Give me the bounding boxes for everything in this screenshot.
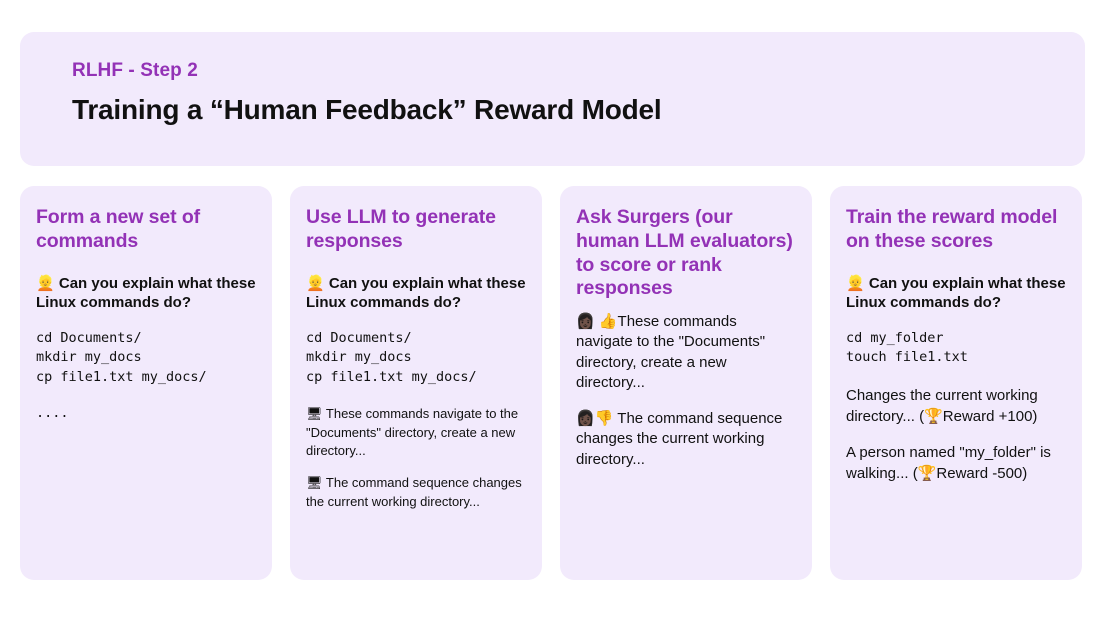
card-train-reward-model: Train the reward model on these scores 👱… [830,186,1082,580]
card-row: Form a new set of commands 👱 Can you exp… [20,186,1085,580]
woman-icon: 👩🏿 [576,312,595,331]
rated-response: 👩🏿👎 The command sequence changes the cur… [576,408,796,470]
prompt-text: Can you explain what these Linux command… [846,274,1066,312]
reward-text-after: Reward +100) [942,407,1038,425]
card-form-commands: Form a new set of commands 👱 Can you exp… [20,186,272,580]
trophy-icon: 🏆 [924,406,943,425]
reward-text-before: A person named "my_folder" is walking...… [846,444,1051,483]
step-eyebrow: RLHF - Step 2 [72,60,198,81]
card-generate-responses: Use LLM to generate responses 👱 Can you … [290,186,542,580]
card-title: Ask Surgers (our human LLM evaluators) t… [576,206,793,300]
header-card: RLHF - Step 2 Training a “Human Feedback… [20,32,1085,166]
command-block: cd Documents/ mkdir my_docs cp file1.txt… [36,329,207,385]
prompt-text: Can you explain what these Linux command… [306,274,526,312]
rated-response: 👩🏿 👍These commands navigate to the "Docu… [576,311,796,393]
llm-response-text: These commands navigate to the "Document… [306,406,519,459]
card-title: Use LLM to generate responses [306,206,496,252]
rated-response-text: The command sequence changes the current… [576,410,783,468]
llm-response: 🖥 The command sequence changes the curre… [306,474,526,511]
command-block: cd Documents/ mkdir my_docs cp file1.txt… [306,329,477,385]
card-human-scoring: Ask Surgers (our human LLM evaluators) t… [560,186,812,580]
person-icon: 👱 [306,273,325,292]
command-block: cd my_folder touch file1.txt [846,329,968,366]
prompt-line: 👱 Can you explain what these Linux comma… [846,274,1066,313]
reward-text-after: Reward -500) [936,465,1028,483]
woman-icon: 👩🏿 [576,409,595,428]
thumbs-up-icon: 👍 [598,312,618,331]
llm-response-text: The command sequence changes the current… [306,475,522,509]
card-title: Form a new set of commands [36,206,201,252]
person-icon: 👱 [36,273,55,292]
reward-line: A person named "my_folder" is walking...… [846,443,1066,485]
card-title: Train the reward model on these scores [846,206,1058,252]
reward-text-before: Changes the current working directory...… [846,386,1038,425]
prompt-text: Can you explain what these Linux command… [36,274,256,312]
person-icon: 👱 [846,273,865,292]
rated-response-text: These commands navigate to the "Document… [576,313,766,391]
prompt-line: 👱 Can you explain what these Linux comma… [36,274,256,313]
page-title: Training a “Human Feedback” Reward Model [72,93,662,125]
ellipsis-text: .... [36,405,69,422]
thumbs-down-icon: 👎 [594,409,614,428]
computer-icon: 🖥 [306,407,323,423]
trophy-icon: 🏆 [917,464,937,483]
reward-line: Changes the current working directory...… [846,386,1066,428]
prompt-line: 👱 Can you explain what these Linux comma… [306,274,526,313]
computer-icon: 🖥 [306,476,323,492]
llm-response: 🖥 These commands navigate to the "Docume… [306,405,526,460]
